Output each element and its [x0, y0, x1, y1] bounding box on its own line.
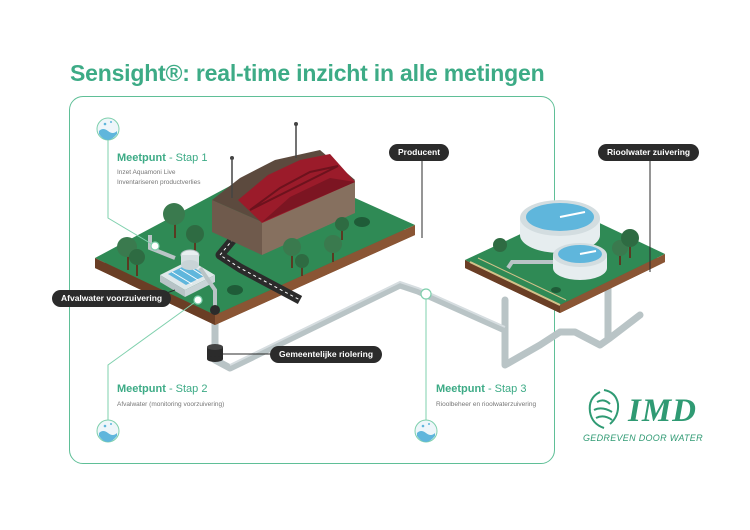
logo-tagline: GEDREVEN DOOR WATER: [583, 433, 703, 443]
meetpunt-3-heading: Meetpunt - Stap 3: [436, 383, 526, 395]
meetpunt-1-desc-1: Inzet Aquamoni Live: [117, 169, 176, 176]
meetpunt-3-label: Meetpunt: [436, 383, 485, 395]
meetpunt-1-desc-2: Inventariseren productverlies: [117, 179, 201, 186]
meetpunt-1-heading: Meetpunt - Stap 1: [117, 152, 207, 164]
pretreatment-plant: [148, 235, 220, 315]
label-afvalwater-voorzuivering: Afvalwater voorzuivering: [52, 290, 172, 307]
sewer-pipe: [211, 281, 644, 372]
manhole: [207, 344, 223, 362]
meetpunt-3-desc-1: Rioolbeheer en rioolwaterzuivering: [436, 401, 537, 408]
page-title: Sensight®: real-time inzicht in alle met…: [70, 60, 545, 86]
meetpunt-2-desc-1: Afvalwater (monitoring voorzuivering): [117, 401, 225, 408]
sensor-icon: [96, 117, 120, 141]
measure-points: [150, 241, 432, 305]
meetpunt-2-stap: - Stap 2: [165, 383, 208, 395]
meetpunt-1-stap: - Stap 1: [165, 152, 208, 164]
meetpunt-3-stap: - Stap 3: [484, 383, 527, 395]
sensor-icon: [96, 419, 120, 443]
meetpunt-2-label: Meetpunt: [117, 383, 166, 395]
meetpunt-1-label: Meetpunt: [117, 152, 166, 164]
meetpunt-lines: [107, 140, 427, 422]
label-producent: Producent: [389, 144, 450, 161]
pipe-highlight: [229, 280, 506, 366]
label-rioolwater-zuivering: Rioolwater zuivering: [598, 144, 700, 161]
logo-name: IMD: [628, 393, 698, 429]
imd-logo-icon: [588, 389, 620, 429]
trees-right: [493, 229, 639, 293]
clarifier-tanks: [506, 200, 607, 280]
sensor-icon: [414, 419, 438, 443]
label-gemeentelijke-riolering: Gemeentelijke riolering: [270, 346, 383, 363]
trees: [117, 203, 370, 295]
factory-building: [212, 122, 355, 255]
meetpunt-2-heading: Meetpunt - Stap 2: [117, 383, 207, 395]
